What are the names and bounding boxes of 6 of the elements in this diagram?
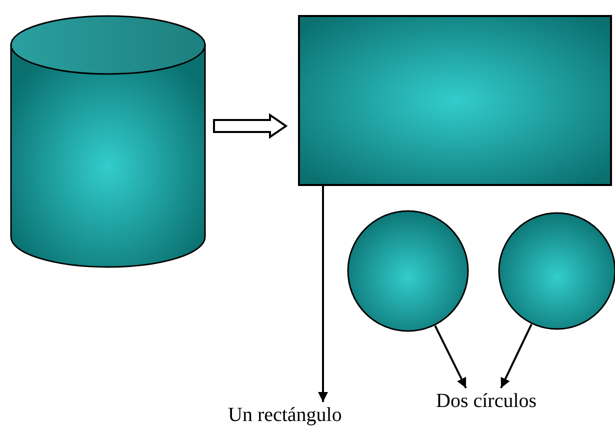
shape-label: Dos círculos (436, 390, 537, 412)
shape-label: Un rectángulo (228, 404, 342, 426)
arrow (434, 325, 467, 388)
arrow (318, 186, 328, 402)
arrow (500, 324, 532, 388)
block-arrow (213, 113, 288, 139)
